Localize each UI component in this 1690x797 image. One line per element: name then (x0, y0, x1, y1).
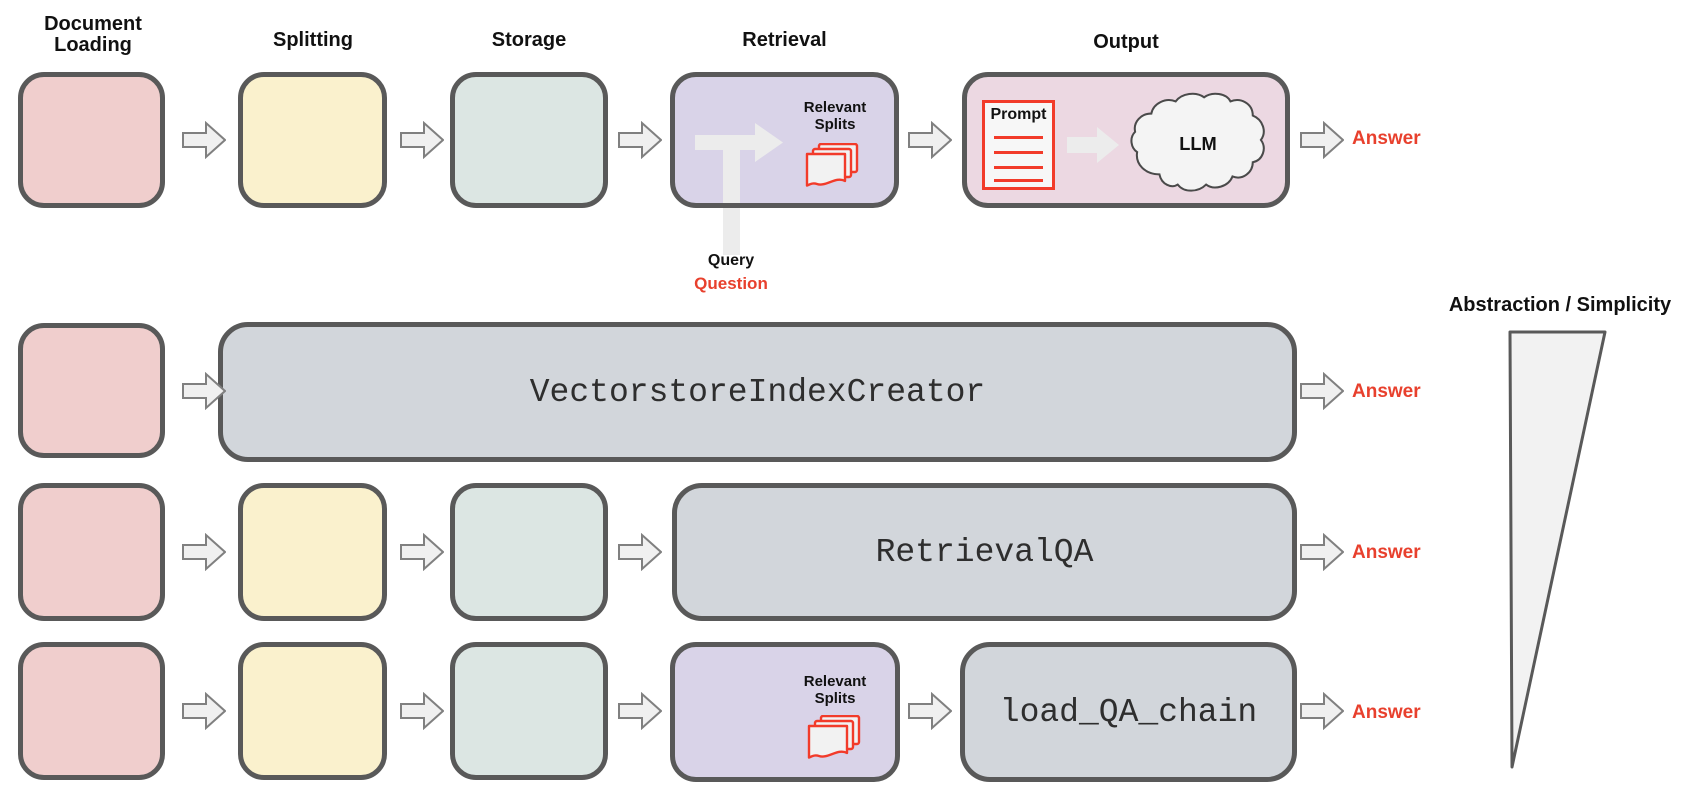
splitting-box (238, 72, 387, 208)
prompt-document-icon: Prompt (982, 100, 1055, 190)
abstraction-simplicity-label: Abstraction / Simplicity (1448, 294, 1672, 316)
prompt-text-line (994, 179, 1043, 182)
retrieval-qa-box: RetrievalQA (672, 483, 1297, 621)
arrow-right-icon (908, 122, 952, 158)
stage-label-splitting: Splitting (273, 29, 353, 51)
arrow-right-icon (400, 534, 444, 570)
flow-arrow-icon (1067, 127, 1119, 163)
prompt-text-line (994, 151, 1043, 154)
stage-label-output: Output (1093, 31, 1159, 53)
splitting-box-row4 (238, 642, 387, 780)
arrow-right-icon (400, 122, 444, 158)
retrieval-box: Relevant Splits (670, 72, 899, 208)
stage-label-document-loading: Document Loading (44, 13, 142, 56)
arrow-right-icon (1300, 122, 1344, 158)
abstraction-triangle-icon (1508, 330, 1607, 769)
document-loading-box-row3 (18, 483, 165, 621)
arrow-right-icon (908, 693, 952, 729)
query-flow-bar (723, 200, 740, 255)
query-label: Query (707, 252, 755, 269)
llm-label: LLM (1179, 133, 1217, 154)
arrow-right-icon (618, 693, 662, 729)
load-qa-chain-box: load_QA_chain (960, 642, 1297, 782)
arrow-right-icon (618, 534, 662, 570)
arrow-right-icon (182, 122, 226, 158)
stage-label-storage: Storage (491, 29, 567, 51)
llm-cloud-icon: LLM (1130, 92, 1265, 192)
documents-stack-icon (807, 715, 861, 759)
prompt-text-line (994, 136, 1043, 139)
storage-box-row3 (450, 483, 608, 621)
query-elbow-arrow-icon (695, 123, 783, 203)
arrow-right-icon (182, 534, 226, 570)
prompt-text-line (994, 166, 1043, 169)
answer-label-row1: Answer (1352, 128, 1421, 149)
arrow-right-icon (1300, 373, 1344, 409)
vectorstore-index-creator-box: VectorstoreIndexCreator (218, 322, 1297, 462)
query-labels: Query Question (681, 252, 781, 294)
arrow-right-icon (1300, 534, 1344, 570)
answer-label-row3: Answer (1352, 542, 1421, 563)
answer-label-row4: Answer (1352, 702, 1421, 723)
prompt-label: Prompt (990, 106, 1047, 123)
storage-box (450, 72, 608, 208)
document-loading-box-row4 (18, 642, 165, 780)
storage-box-row4 (450, 642, 608, 780)
vectorstore-index-creator-label: VectorstoreIndexCreator (529, 373, 986, 411)
output-box: Prompt LLM (962, 72, 1290, 208)
stage-label-retrieval: Retrieval (742, 29, 827, 51)
retrieval-qa-label: RetrievalQA (875, 533, 1094, 571)
document-loading-box (18, 72, 165, 208)
question-label: Question (694, 274, 768, 293)
documents-stack-icon (805, 143, 859, 187)
relevant-splits-label: Relevant Splits (803, 673, 867, 707)
document-loading-box-row2 (18, 323, 165, 458)
answer-label-row2: Answer (1352, 381, 1421, 402)
arrow-right-icon (182, 373, 226, 409)
arrow-right-icon (400, 693, 444, 729)
splitting-box-row3 (238, 483, 387, 621)
arrow-right-icon (618, 122, 662, 158)
relevant-splits-label: Relevant Splits (803, 99, 867, 133)
arrow-right-icon (182, 693, 226, 729)
arrow-right-icon (1300, 693, 1344, 729)
load-qa-chain-label: load_QA_chain (999, 693, 1258, 731)
relevant-splits-box-row4: Relevant Splits (670, 642, 900, 782)
